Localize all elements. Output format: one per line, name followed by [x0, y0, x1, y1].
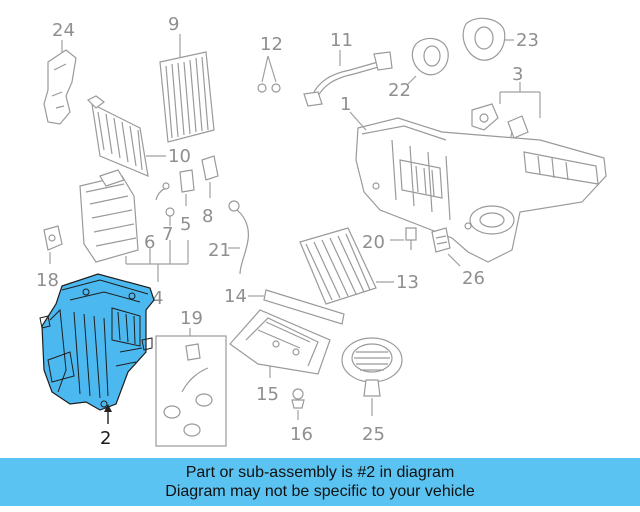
part-4-heater-core[interactable] [79, 169, 189, 282]
part-26-resistor[interactable] [431, 227, 461, 267]
callout-8: 8 [202, 206, 213, 227]
banner-line-1: Part or sub-assembly is #2 in diagram [185, 464, 455, 481]
callout-6: 6 [144, 232, 155, 253]
callout-20: 20 [362, 232, 385, 253]
callout-19: 19 [180, 308, 203, 329]
part-10-evaporator[interactable] [86, 95, 166, 177]
callout-18: 18 [36, 270, 59, 291]
callout-15: 15 [256, 384, 279, 405]
part-20-sensor[interactable] [390, 227, 417, 250]
callout-5: 5 [180, 214, 191, 235]
callout-25: 25 [362, 424, 385, 445]
part-13-cabin-filter[interactable] [299, 227, 394, 305]
callout-10: 10 [168, 146, 191, 167]
part-21-drain-hose[interactable] [228, 200, 249, 275]
callout-24: 24 [52, 20, 75, 41]
part-14-filter-cover[interactable] [248, 289, 345, 325]
part-7-sensor[interactable] [165, 207, 175, 226]
callout-22: 22 [388, 80, 411, 101]
callout-3: 3 [512, 64, 523, 85]
callout-4: 4 [152, 288, 163, 309]
part-8-sensor[interactable] [201, 155, 219, 198]
callout-14: 14 [224, 286, 247, 307]
part-9-filter-core[interactable] [159, 34, 215, 143]
part-3-actuators[interactable] [471, 82, 541, 139]
part-25-blower-motor[interactable] [341, 337, 403, 416]
part-5-sensor[interactable] [179, 169, 195, 206]
callout-7: 7 [162, 224, 173, 245]
part-24-bracket[interactable] [43, 40, 77, 125]
callout-11: 11 [330, 30, 353, 51]
exploded-parts-diagram: 24 9 10 12 11 22 23 [36, 14, 607, 449]
callout-1: 1 [340, 94, 351, 115]
info-banner: Part or sub-assembly is #2 in diagram Di… [0, 458, 640, 506]
callout-12: 12 [260, 34, 283, 55]
callout-16: 16 [290, 424, 313, 445]
callout-23: 23 [516, 30, 539, 51]
part-22-gasket[interactable] [407, 37, 449, 85]
callout-26: 26 [462, 268, 485, 289]
callout-13: 13 [396, 272, 419, 293]
part-18-clip[interactable] [43, 225, 63, 264]
part-1-hvac-case[interactable] [349, 111, 607, 263]
part-19-seal-kit[interactable] [155, 328, 227, 447]
callout-21: 21 [208, 240, 231, 261]
callout-2: 2 [100, 428, 111, 449]
part-2-highlighted-housing[interactable] [39, 273, 155, 411]
part-16-fastener[interactable] [291, 388, 305, 420]
part-15-lower-tray[interactable] [229, 309, 331, 378]
part-6-sensor[interactable] [155, 182, 170, 201]
banner-line-2: Diagram may not be specific to your vehi… [165, 483, 475, 500]
part-12-fittings[interactable] [257, 55, 281, 93]
part-11-ac-line[interactable] [303, 50, 393, 107]
callout-9: 9 [168, 14, 179, 35]
callout-2-arrow [104, 404, 112, 424]
part-23-seal[interactable] [462, 17, 514, 61]
